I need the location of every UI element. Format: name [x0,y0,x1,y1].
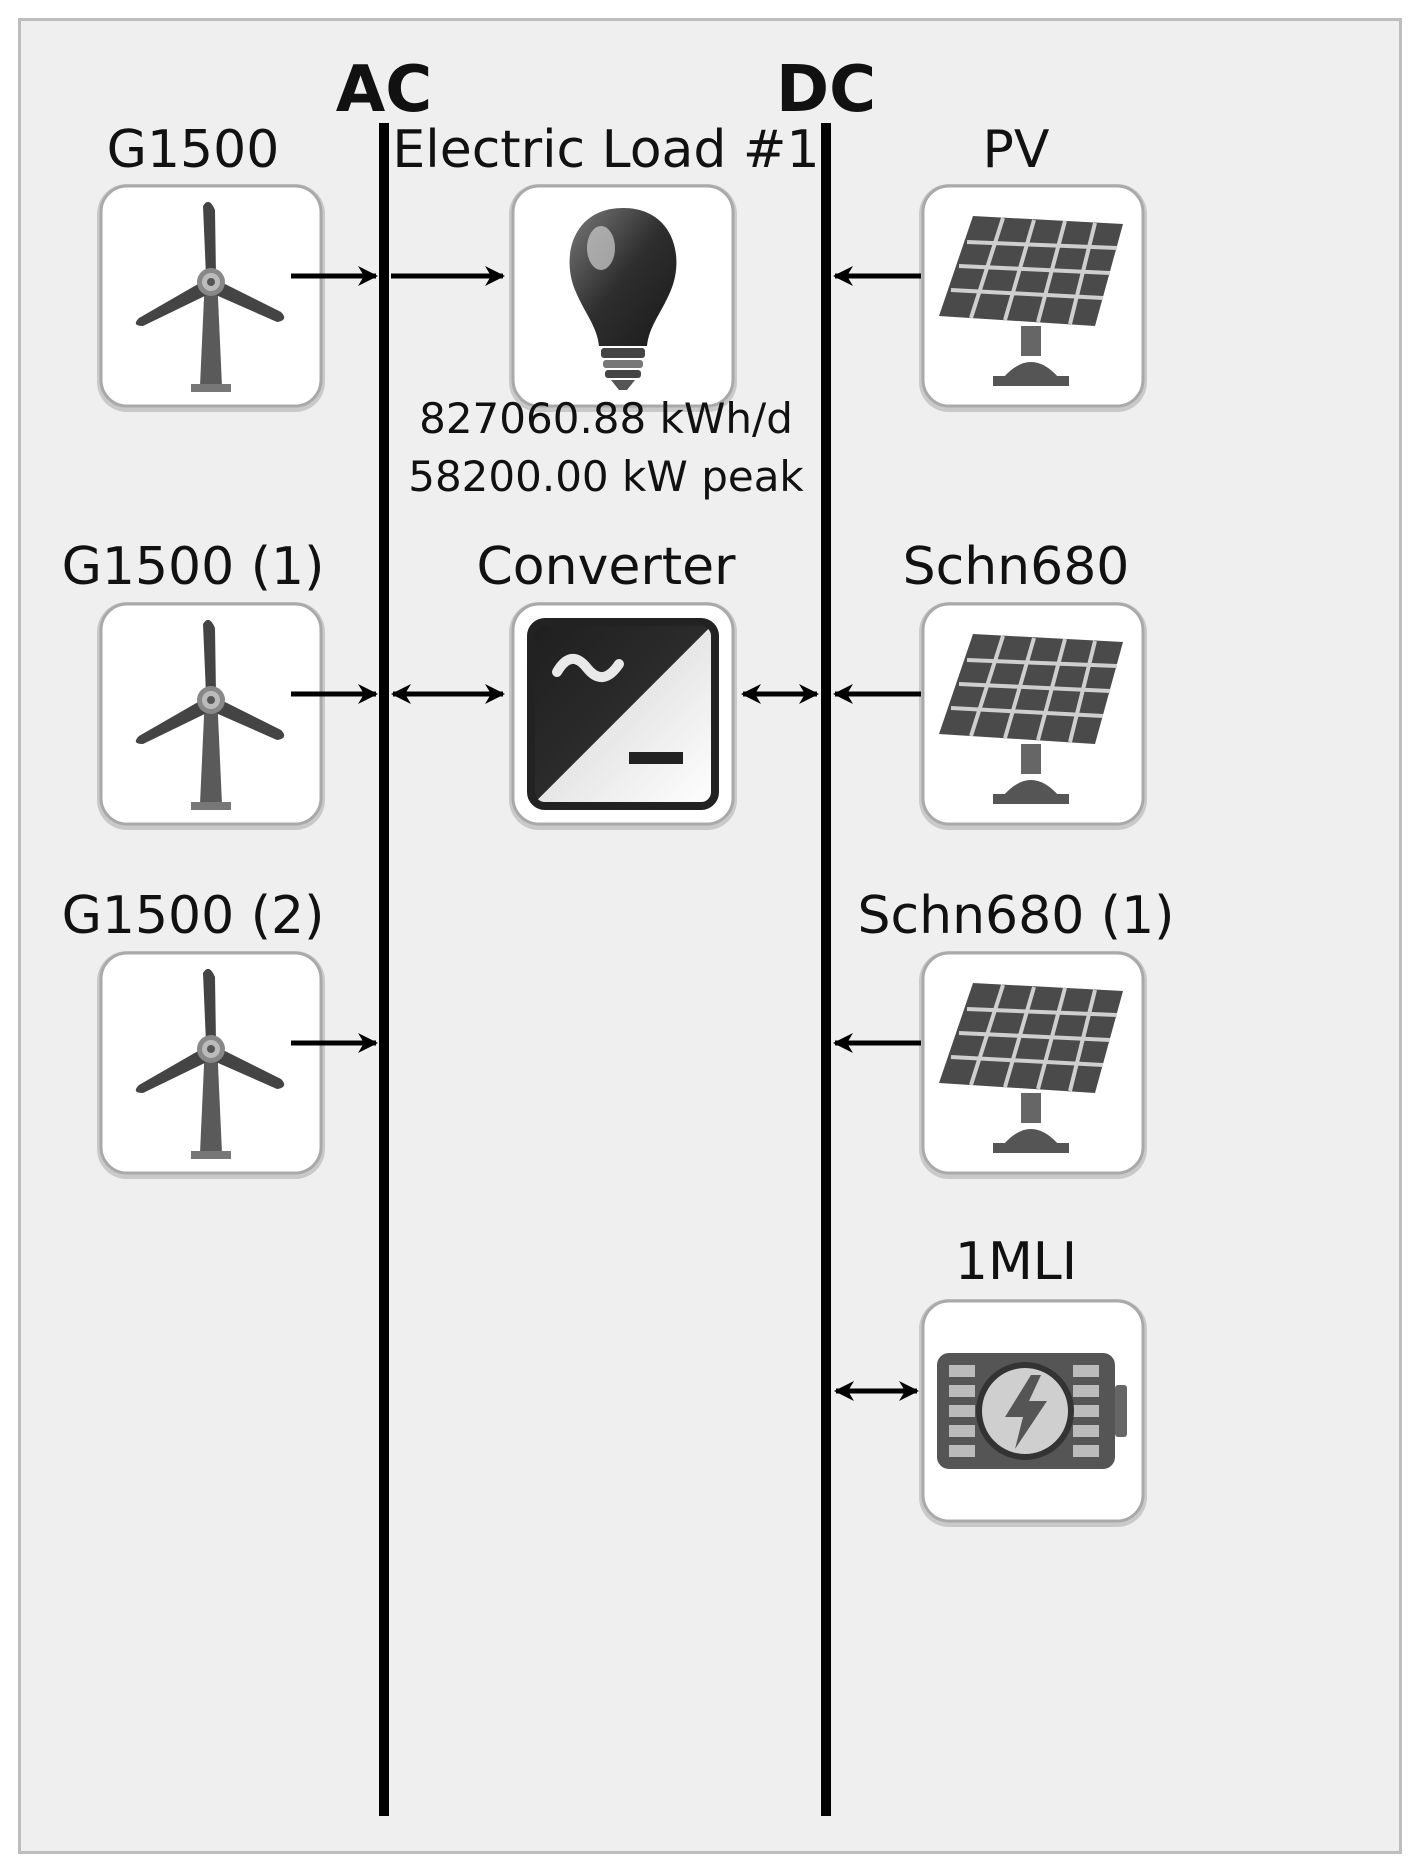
component-label-g1500: G1500 [107,120,280,180]
component-label-pv: PV [983,120,1050,180]
schematic-diagram: AC DC G1500 Electric Load #1 827060.88 k… [62,53,1175,1816]
solar-panel-icon [917,182,1149,414]
solar-panel-icon [917,600,1149,832]
component-label-electric-load: Electric Load #1 [392,120,819,180]
converter-icon [507,600,739,832]
light-bulb-icon [507,182,739,414]
ac-bus-label: AC [336,53,433,127]
component-schn680-1[interactable]: Schn680 (1) [858,886,1175,1181]
load-peak-value: 58200.00 kW peak [408,452,804,501]
component-label-converter: Converter [477,537,737,597]
component-g1500-1[interactable]: G1500 (1) [62,537,327,832]
component-label-schn680-1: Schn680 (1) [858,886,1175,946]
wind-turbine-icon [95,949,327,1181]
wind-turbine-icon [95,182,327,414]
component-converter[interactable]: Converter [477,537,739,832]
component-schn680[interactable]: Schn680 [903,537,1149,832]
wind-turbine-icon [95,600,327,832]
battery-icon [917,1297,1149,1529]
dc-bus-label: DC [776,53,876,127]
component-pv[interactable]: PV [917,120,1149,414]
component-g1500[interactable]: G1500 [95,120,327,414]
diagram-frame: AC DC G1500 Electric Load #1 827060.88 k… [18,18,1402,1854]
component-electric-load[interactable]: Electric Load #1 827060.88 kWh/d 58200.0… [392,120,819,501]
component-label-g1500-1: G1500 (1) [62,537,325,597]
solar-panel-icon [917,949,1149,1181]
load-energy-value: 827060.88 kWh/d [419,394,793,443]
component-label-1mli: 1MLI [955,1232,1077,1292]
component-1mli[interactable]: 1MLI [917,1232,1149,1529]
component-label-schn680: Schn680 [903,537,1130,597]
component-label-g1500-2: G1500 (2) [62,886,325,946]
component-g1500-2[interactable]: G1500 (2) [62,886,327,1181]
